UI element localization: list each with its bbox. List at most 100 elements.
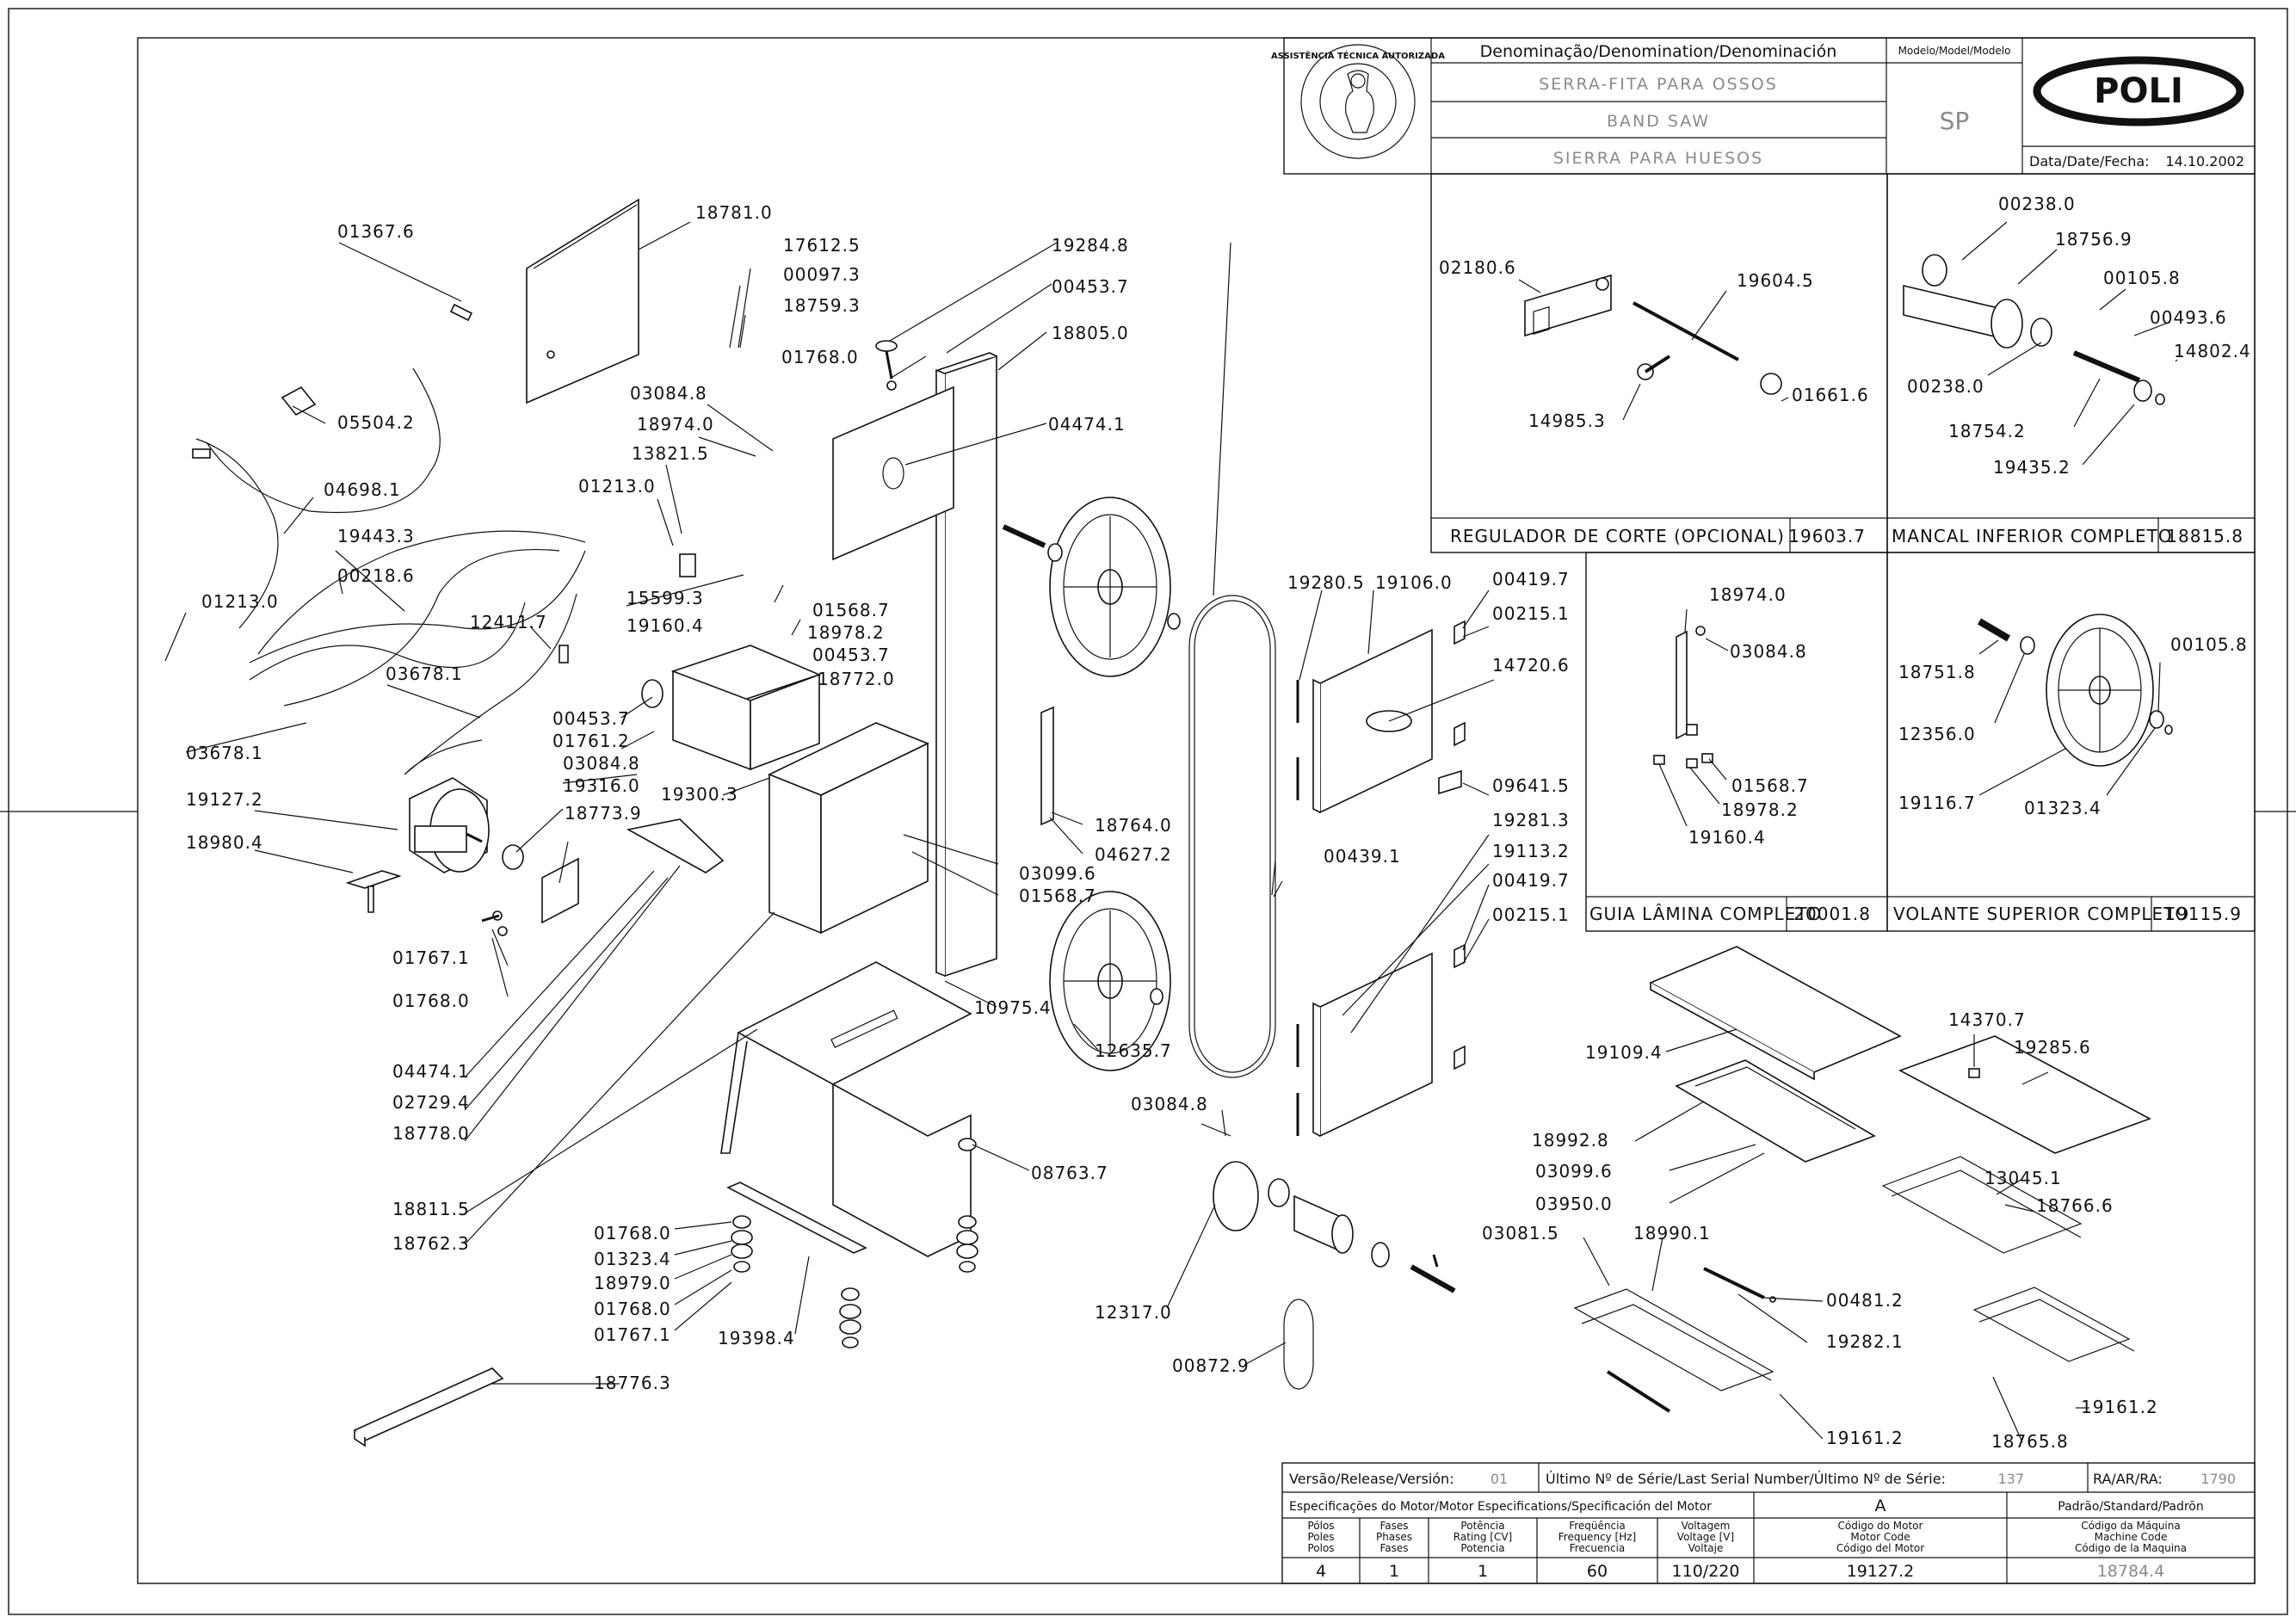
- label-18776.3: 18776.3: [594, 1373, 671, 1393]
- svg-text:Pólos: Pólos: [1307, 1520, 1334, 1532]
- label-18978.2-guia: 18978.2: [1721, 799, 1799, 820]
- label-00105.8-volante: 00105.8: [2170, 634, 2248, 655]
- label-04627.2: 04627.2: [1095, 844, 1172, 865]
- voltage-value: 110/220: [1672, 1562, 1740, 1581]
- label-01768.0-c: 01768.0: [594, 1299, 671, 1319]
- label-00453.7-c: 00453.7: [1052, 276, 1129, 297]
- footer-table: Versão/Release/Versión: 01 Último Nº de …: [1281, 1462, 2256, 1584]
- label-02180.6: 02180.6: [1439, 257, 1516, 278]
- label-19116.7: 19116.7: [1898, 793, 1976, 813]
- serial-label: Último Nº de Série/Last Serial Number/Úl…: [1546, 1471, 1946, 1487]
- label-01213.0-left: 01213.0: [201, 591, 279, 612]
- label-18759.3: 18759.3: [783, 295, 861, 316]
- svg-text:Código del Motor: Código del Motor: [1836, 1542, 1924, 1554]
- label-14720.6: 14720.6: [1492, 655, 1570, 676]
- mancal-parts: [1903, 221, 2178, 466]
- label-03084.8-c: 03084.8: [1131, 1094, 1208, 1114]
- svg-text:Potencia: Potencia: [1460, 1542, 1504, 1554]
- label-19435.2: 19435.2: [1993, 457, 2071, 478]
- label-12635.7: 12635.7: [1095, 1040, 1172, 1061]
- label-08763.7: 08763.7: [1031, 1163, 1108, 1183]
- label-19161.2-left: 19161.2: [1826, 1428, 1904, 1448]
- label-14985.3: 14985.3: [1528, 410, 1606, 431]
- label-00872.9: 00872.9: [1172, 1355, 1250, 1376]
- feet: [731, 1138, 978, 1348]
- motor-letter: A: [1875, 1496, 1886, 1515]
- svg-text:Fases: Fases: [1379, 1542, 1408, 1554]
- label-01568.7-b: 01568.7: [1019, 886, 1096, 906]
- ra-label: RA/AR/RA:: [2093, 1471, 2163, 1487]
- label-01323.4-volante: 01323.4: [2024, 798, 2102, 818]
- label-01213.0-right: 01213.0: [578, 476, 656, 497]
- phases-value: 1: [1389, 1562, 1399, 1581]
- table-assembly: [1573, 946, 2151, 1443]
- label-00439.1: 00439.1: [1324, 846, 1401, 867]
- svg-text:Código do Motor: Código do Motor: [1838, 1520, 1923, 1532]
- label-19127.2: 19127.2: [186, 789, 263, 810]
- denomination-header: Denominação/Denomination/Denominación: [1480, 42, 1837, 61]
- panel-code-guia: 20001.8: [1793, 904, 1871, 924]
- label-02729.4: 02729.4: [392, 1092, 470, 1113]
- label-18756.9: 18756.9: [2055, 229, 2132, 250]
- panel-title-mancal: MANCAL INFERIOR COMPLETO: [1892, 526, 2173, 546]
- label-01761.2: 01761.2: [552, 731, 630, 751]
- title-block: ASSISTÊNCIA TÉCNICA AUTORIZADA Denominaç…: [1271, 37, 2256, 175]
- label-19160.4: 19160.4: [626, 615, 704, 636]
- label-19284.8: 19284.8: [1052, 235, 1129, 256]
- panel-title-regulador: REGULADOR DE CORTE (OPCIONAL): [1450, 526, 1785, 546]
- model-header: Modelo/Model/Modelo: [1898, 45, 2011, 57]
- label-19282.1: 19282.1: [1826, 1331, 1904, 1352]
- svg-text:Potência: Potência: [1460, 1520, 1504, 1532]
- label-03950.0: 03950.0: [1535, 1194, 1613, 1214]
- label-04474.1-a: 04474.1: [392, 1061, 470, 1082]
- label-19443.3: 19443.3: [337, 526, 415, 546]
- label-15599.3: 15599.3: [626, 588, 704, 608]
- label-00481.2: 00481.2: [1826, 1290, 1904, 1311]
- motor-code-value: 19127.2: [1847, 1562, 1915, 1581]
- svg-text:Voltagem: Voltagem: [1682, 1520, 1731, 1532]
- label-00218.6: 00218.6: [337, 565, 415, 586]
- label-03099.6-table: 03099.6: [1535, 1161, 1613, 1182]
- label-04698.1: 04698.1: [324, 479, 401, 500]
- label-19109.4: 19109.4: [1585, 1042, 1663, 1063]
- model-value: SP: [1940, 107, 1970, 135]
- label-19106.0: 19106.0: [1375, 572, 1453, 593]
- main-exploded-view: [164, 198, 1495, 1447]
- poli-logo: POLI: [2033, 56, 2244, 127]
- label-00097.3: 00097.3: [783, 264, 861, 285]
- svg-text:Rating [CV]: Rating [CV]: [1454, 1531, 1512, 1543]
- power-value: 1: [1478, 1562, 1488, 1581]
- label-19398.4: 19398.4: [718, 1328, 795, 1348]
- label-00419.7-a: 00419.7: [1492, 569, 1570, 589]
- svg-text:ASSISTÊNCIA TÉCNICA AUTORIZADA: ASSISTÊNCIA TÉCNICA AUTORIZADA: [1271, 50, 1445, 61]
- label-18990.1: 18990.1: [1633, 1223, 1711, 1243]
- svg-text:Phases: Phases: [1376, 1531, 1412, 1543]
- detail-panels: REGULADOR DE CORTE (OPCIONAL) 19603.7 MA…: [1430, 173, 2256, 932]
- label-00238.0-top: 00238.0: [1998, 194, 2076, 214]
- panel-code-mancal: 18815.8: [2166, 526, 2244, 546]
- svg-text:Poles: Poles: [1307, 1531, 1334, 1543]
- guia-parts: [1653, 608, 1729, 827]
- main-labels: 01367.6 18781.0 05504.2 04698.1 19443.3 …: [186, 202, 1570, 1393]
- svg-text:Voltaje: Voltaje: [1688, 1542, 1724, 1554]
- label-09641.5: 09641.5: [1492, 775, 1570, 796]
- ra-value: 1790: [2200, 1471, 2236, 1487]
- label-01661.6: 01661.6: [1792, 385, 1869, 405]
- authorized-service-seal: ASSISTÊNCIA TÉCNICA AUTORIZADA: [1271, 44, 1445, 159]
- label-13821.5: 13821.5: [632, 443, 709, 464]
- label-17612.5: 17612.5: [783, 235, 861, 256]
- label-00419.7-b: 00419.7: [1492, 870, 1570, 891]
- svg-text:Frecuencia: Frecuencia: [1570, 1542, 1626, 1554]
- svg-text:Motor Code: Motor Code: [1850, 1531, 1910, 1543]
- label-14802.4: 14802.4: [2174, 341, 2251, 361]
- label-18980.4: 18980.4: [186, 832, 263, 853]
- motor: [409, 777, 490, 873]
- version-label: Versão/Release/Versión:: [1289, 1471, 1454, 1487]
- label-00238.0-bottom: 00238.0: [1907, 376, 1984, 397]
- panel-code-volante: 19115.9: [2164, 904, 2242, 924]
- label-18781.0: 18781.0: [695, 202, 773, 223]
- label-01568.7-a: 01568.7: [812, 600, 890, 620]
- version-value: 01: [1491, 1471, 1508, 1487]
- label-18778.0: 18778.0: [392, 1123, 470, 1144]
- svg-text:Frequency [Hz]: Frequency [Hz]: [1558, 1531, 1637, 1543]
